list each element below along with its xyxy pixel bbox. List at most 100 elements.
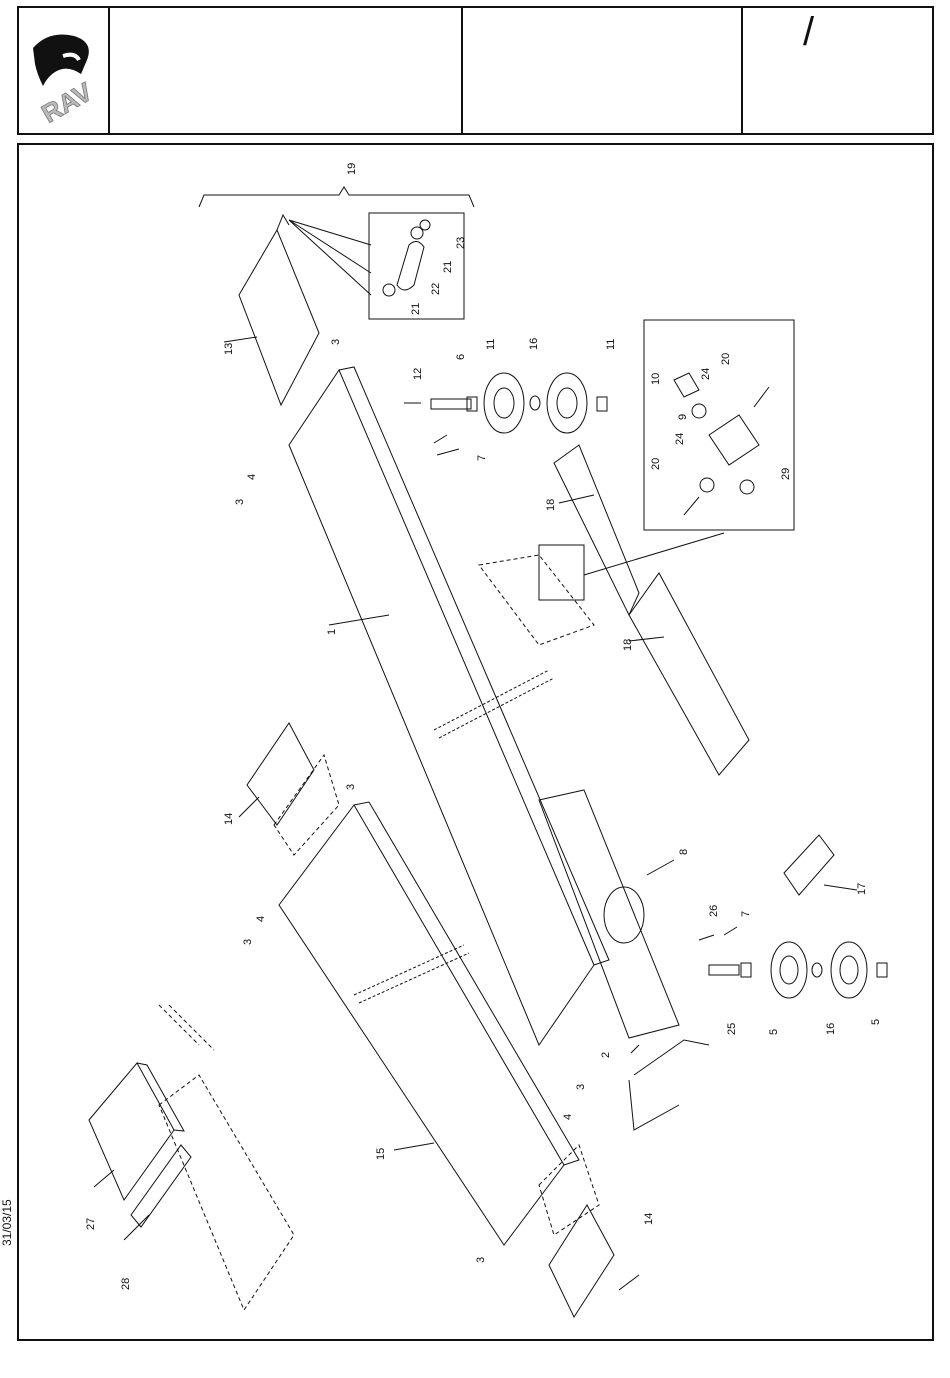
part-16-spacer <box>530 396 540 410</box>
part-14-plate-a <box>247 723 314 825</box>
part-7-clip-b <box>724 927 737 935</box>
beam-break-lines <box>434 670 554 738</box>
logo-cell: RAV <box>19 8 110 133</box>
callout-4b: 4 <box>255 916 267 922</box>
part-21-washer-b <box>383 284 395 296</box>
callout-8: 8 <box>678 849 690 855</box>
exploded-view-drawing: 19 13 3 4 3 1 21 22 21 23 6 11 16 11 12 … <box>19 145 932 1339</box>
callout-7b: 7 <box>740 911 752 917</box>
leader-1 <box>329 615 389 625</box>
part-1-main-beam <box>289 370 594 1045</box>
part-27-block <box>89 1063 174 1200</box>
callout-24a: 24 <box>700 368 712 380</box>
callout-17: 17 <box>856 883 868 895</box>
info-cell <box>463 8 743 133</box>
callout-10: 10 <box>650 373 662 385</box>
plate-14b-hidden <box>539 1145 599 1235</box>
callout-5a: 5 <box>768 1029 780 1035</box>
callout-4a: 4 <box>246 474 258 480</box>
part-10-nut <box>674 373 699 397</box>
callout-11b: 11 <box>605 339 617 350</box>
revision-mark: / <box>803 10 814 55</box>
plate-14a-hidden <box>274 755 339 855</box>
callout-11a: 11 <box>485 339 497 350</box>
callout-3f: 3 <box>475 1257 487 1263</box>
part-22-roller <box>397 241 424 290</box>
inset-bracket-box <box>644 320 794 530</box>
callout-3c: 3 <box>345 784 357 790</box>
bushing-c <box>741 963 751 977</box>
bushing-d <box>877 963 887 977</box>
leader-13 <box>224 337 257 342</box>
callout-16b: 16 <box>825 1023 837 1035</box>
callout-3d: 3 <box>242 939 254 945</box>
part-15-lower-beam <box>279 805 564 1245</box>
callout-21a: 21 <box>410 303 422 315</box>
hidden-base-outline <box>159 1075 294 1310</box>
leader-8 <box>647 860 674 875</box>
callout-16a: 16 <box>528 338 540 350</box>
part-13-ramp <box>239 230 319 405</box>
part-8-plate-hole <box>604 887 644 943</box>
part-19-end <box>277 215 289 230</box>
part-14-plate-b <box>549 1205 614 1317</box>
leader-14a <box>239 797 259 817</box>
callout-12: 12 <box>412 368 424 380</box>
bracket-19 <box>199 187 474 207</box>
part-18-plate-a <box>554 445 639 615</box>
callout-23: 23 <box>455 237 467 249</box>
callout-3a: 3 <box>330 339 342 345</box>
callout-5b: 5 <box>870 1019 882 1025</box>
pulley-5b-hub <box>840 956 858 984</box>
callout-20b: 20 <box>650 458 662 470</box>
callout-18a: 18 <box>545 499 557 511</box>
leader-15 <box>394 1143 434 1150</box>
callout-29: 29 <box>780 468 792 480</box>
ref-cell: / <box>743 8 932 133</box>
callout-13: 13 <box>223 343 235 355</box>
part-28-bar <box>131 1145 191 1227</box>
leader-17 <box>824 885 857 890</box>
callout-22: 22 <box>430 283 442 295</box>
leader-27 <box>94 1170 114 1187</box>
part-29-washer <box>740 480 754 494</box>
callout-4c: 4 <box>562 1114 574 1120</box>
title-cell <box>110 8 463 133</box>
callout-3e: 3 <box>575 1084 587 1090</box>
callout-21b: 21 <box>442 261 454 273</box>
part-5-pulley-a <box>771 942 807 998</box>
logo-text: RAV <box>36 76 97 129</box>
part-2-handle <box>629 1040 709 1130</box>
part-26-pin <box>699 935 714 940</box>
part-16-spacer-b <box>812 963 822 977</box>
callout-3b: 3 <box>234 499 246 505</box>
callout-24b: 24 <box>674 433 686 445</box>
leader-18a <box>559 495 594 503</box>
title-block: RAV / <box>17 6 934 135</box>
part-1-beam-side <box>339 367 609 965</box>
callout-1: 1 <box>326 629 338 635</box>
bushing-b <box>597 397 607 411</box>
pulley-a-hub <box>494 388 514 418</box>
callout-14a: 14 <box>223 813 235 825</box>
inset-connector-line <box>584 533 724 575</box>
part-25-pin <box>709 965 739 975</box>
callout-7a: 7 <box>476 455 488 461</box>
pulley-b-hub <box>557 388 577 418</box>
callout-2: 2 <box>600 1052 612 1058</box>
leader-14b <box>619 1275 639 1290</box>
callout-28: 28 <box>120 1278 132 1290</box>
part-9-block <box>709 415 759 465</box>
pulley-5a-hub <box>780 956 798 984</box>
part-23-ring <box>420 220 430 230</box>
part-18-plate-b <box>629 573 749 775</box>
callout-19: 19 <box>346 163 358 175</box>
part-27-side <box>137 1063 184 1131</box>
part-24-washer-a <box>692 404 706 418</box>
part-7-clip <box>434 435 459 455</box>
callout-26: 26 <box>708 905 720 917</box>
callout-9: 9 <box>677 414 689 420</box>
callout-27: 27 <box>85 1218 97 1230</box>
part-17-plate <box>784 835 834 895</box>
drawing-date: 31/03/15 <box>0 1186 16 1246</box>
